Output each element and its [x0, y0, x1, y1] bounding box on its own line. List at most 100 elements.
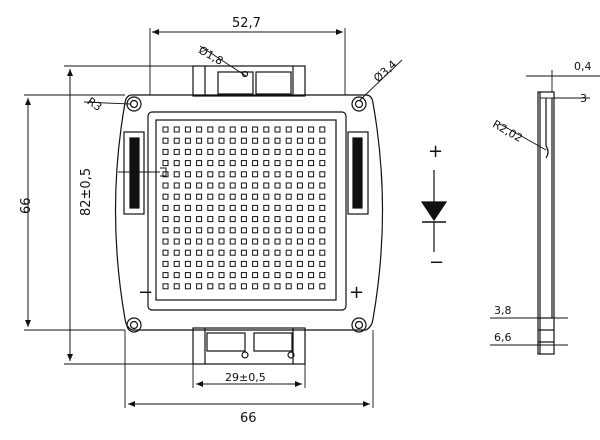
- led-cell: [229, 260, 236, 267]
- led-cell: [162, 260, 169, 267]
- led-cell: [196, 193, 203, 200]
- module-outline: [114, 94, 384, 331]
- led-cell: [319, 260, 326, 267]
- led-cell: [196, 160, 203, 167]
- led-cell: [218, 126, 225, 133]
- led-cell: [263, 193, 270, 200]
- front-dimensions: [24, 28, 403, 408]
- led-cell: [218, 283, 225, 290]
- led-cell: [196, 171, 203, 178]
- led-cell: [218, 227, 225, 234]
- front-view: [114, 65, 384, 365]
- led-cell: [263, 272, 270, 279]
- led-cell: [285, 126, 292, 133]
- led-cell: [218, 148, 225, 155]
- led-cell: [184, 238, 191, 245]
- led-cell: [173, 216, 180, 223]
- led-cell: [252, 160, 259, 167]
- led-cell: [263, 148, 270, 155]
- led-cell: [207, 137, 214, 144]
- led-cell: [274, 272, 281, 279]
- led-cell: [296, 249, 303, 256]
- led-cell: [229, 216, 236, 223]
- led-cell: [274, 238, 281, 245]
- mount-hole-br: [351, 317, 367, 333]
- led-cell: [218, 137, 225, 144]
- led-cell: [274, 148, 281, 155]
- led-cell: [229, 204, 236, 211]
- led-cell: [229, 182, 236, 189]
- led-cell: [263, 137, 270, 144]
- led-cell: [252, 204, 259, 211]
- led-cell: [296, 216, 303, 223]
- mount-hole-bl: [126, 317, 142, 333]
- led-cell: [252, 137, 259, 144]
- led-cell: [173, 204, 180, 211]
- dim-bottom-inner: 29±0,5: [225, 371, 266, 384]
- led-cell: [196, 227, 203, 234]
- led-cell: [308, 283, 315, 290]
- led-cell: [240, 160, 247, 167]
- led-cell: [319, 227, 326, 234]
- dim-bottom-width: 66: [240, 411, 257, 426]
- led-cell: [218, 249, 225, 256]
- dim-thickness-plate: 3: [580, 92, 587, 105]
- led-cell: [240, 148, 247, 155]
- led-cell: [218, 260, 225, 267]
- led-cell: [184, 227, 191, 234]
- led-cell: [263, 204, 270, 211]
- led-cell: [252, 182, 259, 189]
- led-cell: [162, 182, 169, 189]
- led-cell: [196, 238, 203, 245]
- electrode-left: [129, 137, 140, 209]
- led-cell: [196, 148, 203, 155]
- led-cell: [274, 204, 281, 211]
- led-cell: [229, 171, 236, 178]
- led-cell: [218, 182, 225, 189]
- led-cell: [207, 283, 214, 290]
- led-cell: [319, 137, 326, 144]
- led-cell: [240, 171, 247, 178]
- led-cell: [196, 126, 203, 133]
- led-cell: [207, 160, 214, 167]
- led-cell: [207, 216, 214, 223]
- led-cell: [162, 227, 169, 234]
- led-cell: [296, 148, 303, 155]
- led-cell: [252, 283, 259, 290]
- led-cell: [240, 249, 247, 256]
- led-cell: [263, 238, 270, 245]
- led-cell: [162, 204, 169, 211]
- led-cell: [196, 216, 203, 223]
- led-cell: [184, 216, 191, 223]
- side-dimensions: [490, 70, 600, 346]
- side-plate: [537, 91, 555, 355]
- led-cell: [274, 249, 281, 256]
- led-array: [162, 126, 326, 290]
- led-cell: [218, 238, 225, 245]
- pad-minus-sign: −: [138, 282, 153, 303]
- led-cell: [240, 137, 247, 144]
- led-cell: [252, 126, 259, 133]
- led-cell: [263, 283, 270, 290]
- led-cell: [184, 182, 191, 189]
- led-cell: [207, 182, 214, 189]
- led-cell: [319, 160, 326, 167]
- dim-hole-small: Ø1,8: [196, 44, 225, 68]
- led-cell: [274, 160, 281, 167]
- led-cell: [296, 126, 303, 133]
- led-cell: [207, 227, 214, 234]
- led-cell: [173, 182, 180, 189]
- led-cell: [173, 137, 180, 144]
- tab-hole-bottom-right: [287, 351, 295, 359]
- led-cell: [207, 249, 214, 256]
- led-cell: [196, 249, 203, 256]
- led-cell: [308, 148, 315, 155]
- led-cell: [274, 182, 281, 189]
- led-cell: [162, 238, 169, 245]
- led-cell: [274, 227, 281, 234]
- led-cell: [240, 283, 247, 290]
- dim-side-lower: 3,8: [494, 304, 512, 317]
- led-cell: [218, 204, 225, 211]
- led-cell: [319, 283, 326, 290]
- led-cell: [308, 126, 315, 133]
